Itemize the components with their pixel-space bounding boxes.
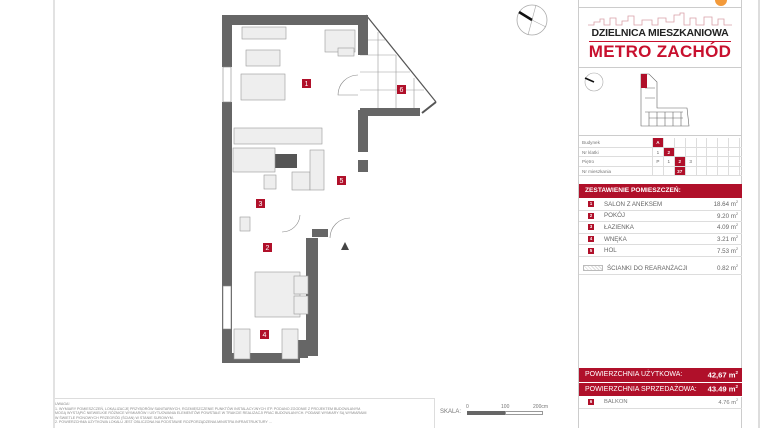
- brand-logo: DZIELNICA MIESZKANIOWA METRO ZACHÓD: [579, 8, 741, 68]
- area-totals: POWIERZCHNIA UŻYTKOWA: 42,67 m2 POWIERZC…: [579, 368, 742, 409]
- orange-badge-icon: [715, 0, 727, 6]
- keyplan-compass-icon: [584, 72, 604, 92]
- notes-title: UWAGA!: [55, 402, 70, 406]
- plan-label-4: 4: [263, 332, 267, 339]
- logo-line-1: DZIELNICA MIESZKANIOWA: [591, 27, 729, 39]
- scale-graphic: 0 100 200cm: [466, 404, 548, 419]
- plan-label-5: 5: [340, 178, 344, 185]
- building-keyplan: [579, 68, 741, 136]
- notes-line: 1. WYMIARY POMIESZCZEŃ, LOKALIZACJĘ PRZY…: [55, 406, 362, 411]
- panel-top-strip: [579, 0, 741, 8]
- compass-icon: [516, 4, 548, 36]
- scale-tick-200: 200cm: [533, 404, 549, 410]
- right-margin-rule: [758, 0, 760, 428]
- notes-line: W ŚWIETLE PIONOWYCH PRZEGRÓD (ŚCIAN) W S…: [55, 415, 174, 420]
- rooms-header: ZESTAWIENIE POMIESZCZEŃ:: [579, 184, 742, 198]
- plan-label-1: 1: [305, 81, 309, 88]
- usable-area-row: POWIERZCHNIA UŻYTKOWA: 42,67 m2: [579, 368, 742, 383]
- scale-tick-0: 0: [466, 404, 469, 410]
- info-row-apartment-number: Nr mieszkania 37: [579, 166, 742, 176]
- plan-label-6: 6: [400, 87, 404, 94]
- notes-line: 2. POWIERZCHNIA UŻYTKOWA LOKALU JEST OBL…: [55, 420, 272, 425]
- sales-area-row: POWIERZCHNIA SPRZEDAŻOWA: 43.49 m2: [579, 382, 742, 397]
- left-margin-rule: [53, 0, 55, 428]
- scale-bar: SKALA: 0 100 200cm: [440, 404, 548, 419]
- notes-block: UWAGA! 1. WYMIARY POMIESZCZEŃ, LOKALIZAC…: [55, 398, 435, 428]
- plan-label-2: 2: [266, 245, 270, 252]
- info-panel: DZIELNICA MIESZKANIOWA METRO ZACHÓD Budy…: [578, 0, 742, 428]
- skyline-icon: [588, 12, 732, 26]
- balcony-row: 6 BALKON 4.76 m2: [579, 397, 742, 409]
- entrance-arrow-icon: [341, 242, 349, 250]
- logo-line-2: METRO ZACHÓD: [588, 42, 732, 61]
- scale-label: SKALA:: [440, 409, 462, 415]
- hatch-pattern-icon: [583, 265, 603, 271]
- balcony-tiles: [360, 14, 437, 114]
- notes-divider: [434, 398, 435, 428]
- plan-label-3: 3: [259, 201, 263, 208]
- rearrangeable-walls-row: ŚCIANKI DO REARANŻACJI 0.82 m2: [579, 262, 742, 275]
- info-row-building: Budynek A: [579, 138, 742, 148]
- floor-plan: 1 2 3 4 5 6: [222, 14, 437, 363]
- scale-tick-100: 100: [501, 404, 510, 410]
- notes-line: MOGĄ WYSTĄPIĆ NIEWIELKIE RÓŻNICE WYMIARÓ…: [55, 411, 367, 416]
